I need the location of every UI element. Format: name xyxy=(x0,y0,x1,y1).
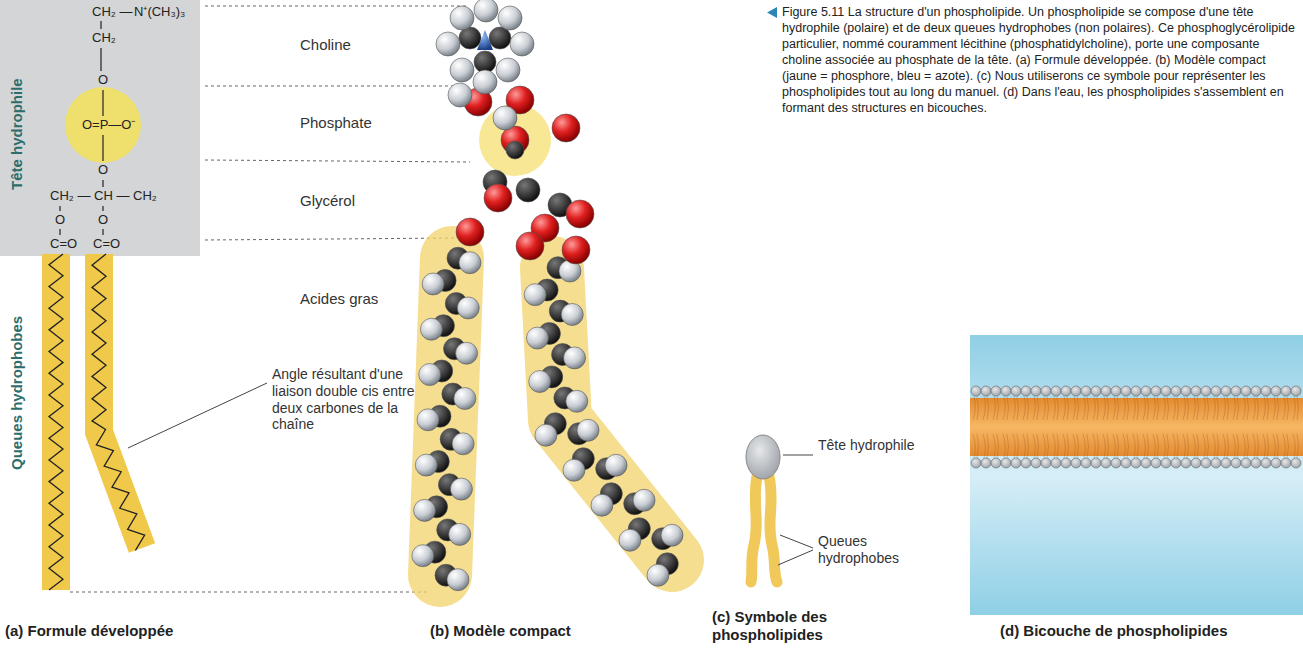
part-label: Glycérol xyxy=(300,192,355,210)
hydrogen-atom xyxy=(450,58,474,82)
formula-group: CH₂ — CH — CH₂ xyxy=(50,188,157,204)
head-box-fill xyxy=(0,0,200,256)
fatty-acid-band xyxy=(42,254,70,590)
hydrogen-atom xyxy=(510,32,534,56)
hydrogen-atom xyxy=(459,252,481,274)
panel-caption: (c) Symbole des phospholipides xyxy=(712,608,872,644)
hydrogen-atom xyxy=(526,327,548,349)
hydrogen-atom xyxy=(419,364,441,386)
figure-marker xyxy=(767,7,777,18)
carbon-atom xyxy=(474,51,496,73)
hydrogen-atom xyxy=(498,6,522,30)
hydrogen-atom xyxy=(417,409,439,431)
hydrogen-atom xyxy=(524,284,546,306)
leader-line xyxy=(128,383,267,448)
formula-group: CH₂ — xyxy=(92,4,132,20)
hydrogen-atom xyxy=(450,478,472,500)
tail-glow xyxy=(552,268,672,560)
hydrogen-atom xyxy=(591,494,613,516)
region-label: Queues hydrophobes xyxy=(8,316,26,470)
hydrogen-atom xyxy=(414,499,436,521)
figure-caption: Figure 5.11 La structure d'un phospholip… xyxy=(782,4,1297,116)
panel-caption: (d) Bicouche de phospholipides xyxy=(1000,622,1228,640)
hydrogen-atom xyxy=(436,32,460,56)
hydrogen-atom xyxy=(496,58,520,82)
hydrogen-atom xyxy=(450,6,474,30)
carbon-atom xyxy=(489,27,511,49)
oxygen-atom xyxy=(566,200,594,228)
oxygen-atom xyxy=(562,236,590,264)
hydrogen-atom xyxy=(456,342,478,364)
hydrogen-atom xyxy=(661,524,683,546)
hydrogen-atom xyxy=(415,454,437,476)
hydrogen-atom xyxy=(564,347,586,369)
hydrogen-atom xyxy=(529,371,551,393)
annotation: Angle résultant d'une liaison double cis… xyxy=(272,366,422,433)
symbol-label: Queues hydrophobes xyxy=(818,533,918,567)
hydrogen-atom xyxy=(452,433,474,455)
symbol-label: Tête hydrophile xyxy=(818,437,918,454)
formula-group: C=O xyxy=(93,236,120,252)
hydrogen-atom xyxy=(605,454,627,476)
hydrogen-atom xyxy=(473,70,497,94)
formula-atom: O xyxy=(98,162,108,178)
part-label: Phosphate xyxy=(300,114,372,132)
hydrogen-atom xyxy=(563,459,585,481)
hydrogen-atom xyxy=(647,564,669,586)
carbon-atom xyxy=(459,27,481,49)
hydrogen-atom xyxy=(493,106,517,130)
formula-atom: O xyxy=(98,72,108,88)
oxygen-atom xyxy=(552,114,580,142)
hydrogen-atom xyxy=(474,0,498,22)
hydrogen-atom xyxy=(577,419,599,441)
hydrogen-atom xyxy=(447,569,469,591)
hydrogen-atom xyxy=(561,303,583,325)
phosphorus-highlight xyxy=(65,87,141,163)
bilayer-heads xyxy=(971,386,1301,468)
hydrogen-atom xyxy=(535,424,557,446)
carbon-chain xyxy=(49,254,63,590)
hydrogen-atom xyxy=(422,273,444,295)
phospholipid-symbol xyxy=(746,435,813,582)
hydrogen-atom xyxy=(454,388,476,410)
formula-group: N⁺(CH₃)₃ xyxy=(134,4,185,20)
oxygen-atom xyxy=(516,232,544,260)
part-label: Choline xyxy=(300,36,351,54)
hydrogen-atom xyxy=(619,529,641,551)
nitrogen-atom xyxy=(477,30,493,50)
panel-caption: (a) Formule développée xyxy=(5,622,173,640)
formula-group: O=P—O⁻ xyxy=(82,117,136,133)
part-label: Acides gras xyxy=(300,290,378,308)
oxygen-atom xyxy=(484,184,512,212)
phosphorus-glow xyxy=(479,104,551,176)
bilayer xyxy=(970,335,1303,615)
carbon-atom xyxy=(516,178,540,202)
hydrogen-atom xyxy=(449,523,471,545)
formula-atom: O xyxy=(98,212,108,228)
panel-caption: (b) Modèle compact xyxy=(430,622,571,640)
hydrogen-atom xyxy=(448,83,472,107)
hydrogen-atom xyxy=(420,318,442,340)
hydrogen-atom xyxy=(457,297,479,319)
hydrogen-atom xyxy=(566,390,588,412)
oxygen-atom xyxy=(456,218,484,246)
formula-group: C=O xyxy=(50,236,77,252)
phosphorus-atom xyxy=(506,141,524,159)
hydrogen-atom xyxy=(633,489,655,511)
carbon-chain xyxy=(92,254,145,550)
formula-group: CH₂ xyxy=(92,30,116,46)
formula-atom: O xyxy=(55,212,65,228)
region-label: Tête hydrophile xyxy=(8,78,26,190)
guide-lines xyxy=(70,6,470,592)
hydrogen-atom xyxy=(412,545,434,567)
